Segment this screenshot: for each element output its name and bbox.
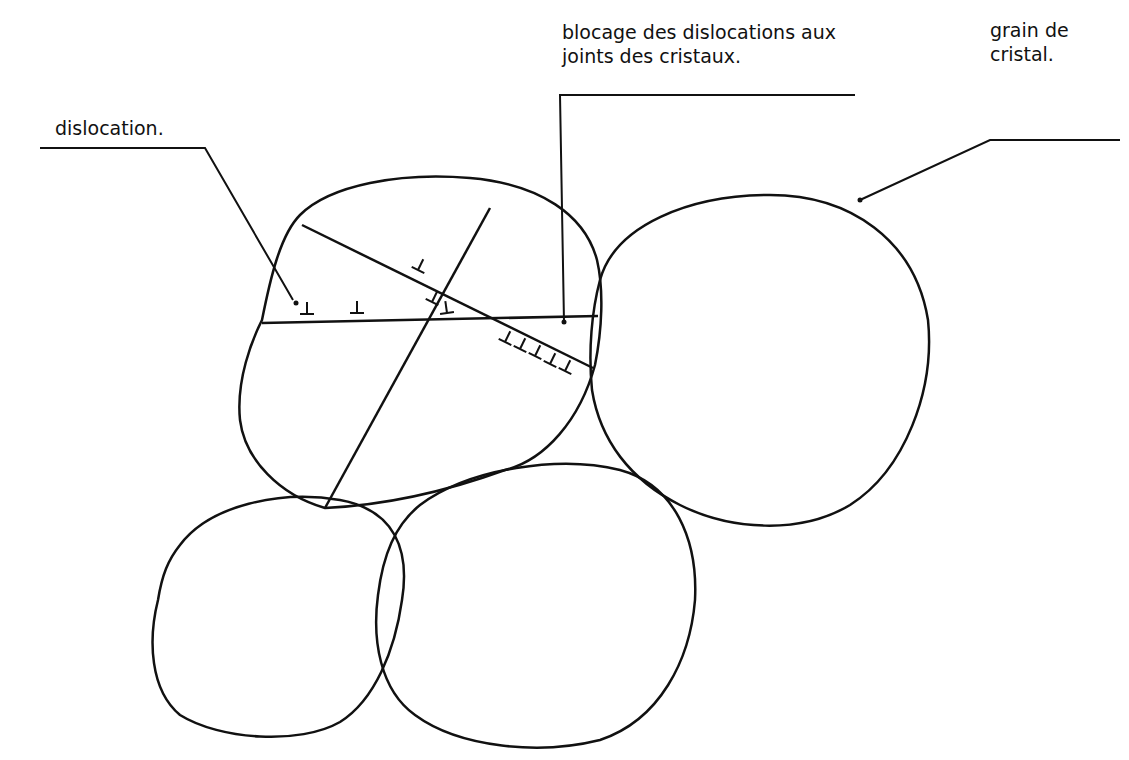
callout-label: dislocation. bbox=[55, 116, 255, 140]
leader-line bbox=[40, 148, 293, 300]
slip-line bbox=[302, 225, 593, 368]
dislocation-symbols bbox=[294, 256, 577, 374]
crystal-grain bbox=[153, 497, 404, 737]
leader-line bbox=[860, 140, 1120, 200]
crystal-grain bbox=[376, 464, 695, 748]
slip-line bbox=[325, 208, 490, 508]
crystal-grain bbox=[590, 195, 929, 526]
callout-label: grain de cristal. bbox=[990, 18, 1115, 66]
callout-label: blocage des dislocations aux joints des … bbox=[562, 20, 847, 68]
leader-line bbox=[560, 95, 855, 322]
leader-dot bbox=[858, 198, 863, 203]
leader-dot bbox=[562, 320, 567, 325]
crystal-grain bbox=[239, 177, 601, 508]
